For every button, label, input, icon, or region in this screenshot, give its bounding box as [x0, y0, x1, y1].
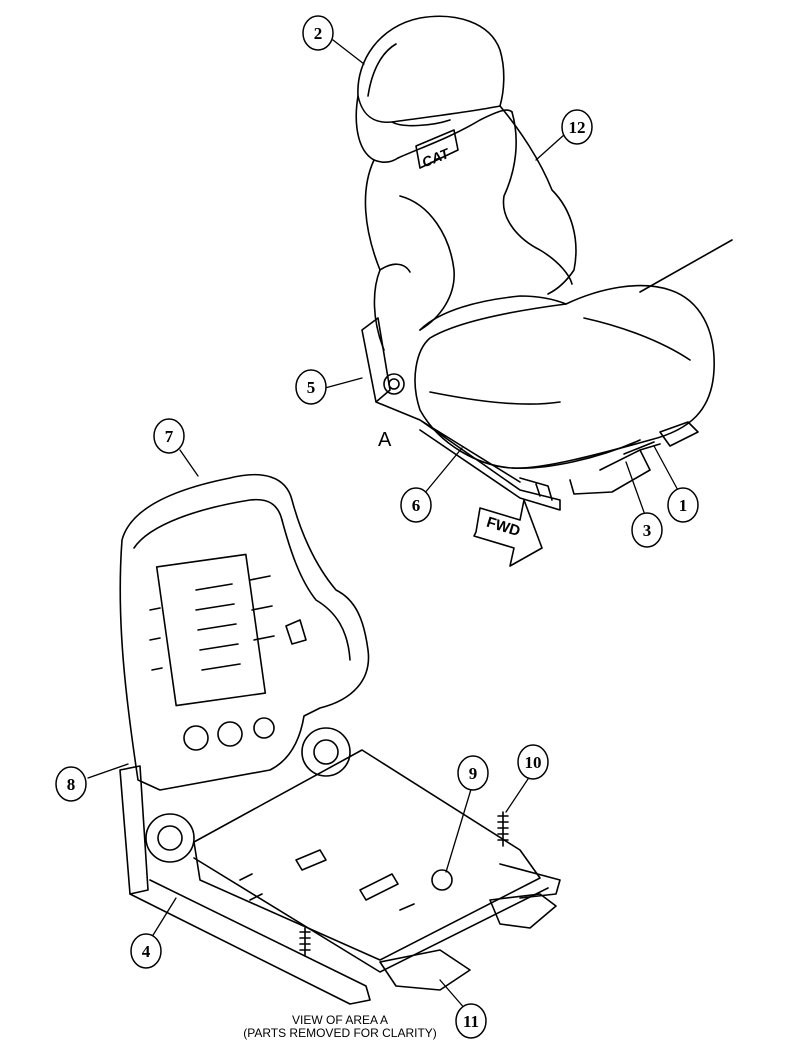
- view-caption: VIEW OF AREA A (PARTS REMOVED FOR CLARIT…: [180, 1014, 500, 1040]
- seat-cable: [639, 239, 733, 293]
- back-frame-panel: [155, 553, 267, 707]
- latch-handle-front: [379, 949, 471, 991]
- pivot-left: [145, 813, 195, 863]
- area-a-label: A: [378, 429, 392, 451]
- callout-10-circle: [517, 744, 549, 780]
- callout-8-circle: [55, 766, 87, 802]
- callout-5-circle: [295, 369, 327, 405]
- area-a-frame-drawing: [119, 473, 561, 1005]
- callout-numbers: 1 2 3 4 5 6 7 8 9 10 11 12: [67, 24, 688, 1031]
- callout-9: 9: [469, 764, 478, 783]
- leader-lines: [87, 39, 681, 1011]
- seat-base-frame: [361, 317, 561, 511]
- base-plate-outline: [193, 749, 541, 961]
- back-frame-outline: [119, 473, 370, 791]
- callout-6-circle: [400, 487, 432, 523]
- seat-cushion-outline: [414, 284, 715, 469]
- fwd-arrow: [473, 499, 543, 567]
- callout-11: 11: [463, 1012, 479, 1031]
- latch-handle-right: [489, 893, 557, 929]
- callout-9-circle: [457, 755, 489, 791]
- callout-2-circle: [302, 15, 334, 51]
- seat-lever: [623, 421, 699, 455]
- right-rail: [499, 863, 561, 899]
- pivot-right: [301, 727, 351, 777]
- callout-3-circle: [631, 512, 663, 548]
- callout-7-circle: [153, 418, 185, 454]
- callout-12: 12: [569, 118, 586, 137]
- callout-2: 2: [314, 24, 323, 43]
- callout-6: 6: [412, 496, 421, 515]
- callout-8: 8: [67, 775, 76, 794]
- headrest-detail: [367, 43, 451, 127]
- left-rail: [129, 879, 371, 1005]
- caption-line-2: (PARTS REMOVED FOR CLARITY): [243, 1026, 437, 1040]
- callout-1: 1: [679, 496, 688, 515]
- caption-line-1: VIEW OF AREA A: [291, 1013, 389, 1027]
- callout-11-circle: [455, 1003, 487, 1039]
- callout-1-circle: [667, 487, 699, 523]
- callout-3: 3: [643, 521, 652, 540]
- spring-lower: [299, 927, 311, 957]
- callout-4: 4: [142, 942, 151, 961]
- callout-circles: [55, 15, 699, 1039]
- callout-10: 10: [525, 753, 542, 772]
- spring-10: [497, 811, 509, 847]
- seat-assembly-drawing: CAT: [355, 15, 733, 511]
- callout-7: 7: [165, 427, 174, 446]
- cat-logo-patch: [415, 129, 459, 169]
- callout-4-circle: [130, 933, 162, 969]
- cat-logo-text: CAT: [420, 145, 453, 171]
- backrest-outline: [364, 105, 577, 351]
- callout-5: 5: [307, 378, 316, 397]
- callout-12-circle: [561, 109, 593, 145]
- headrest-outline: [357, 15, 505, 123]
